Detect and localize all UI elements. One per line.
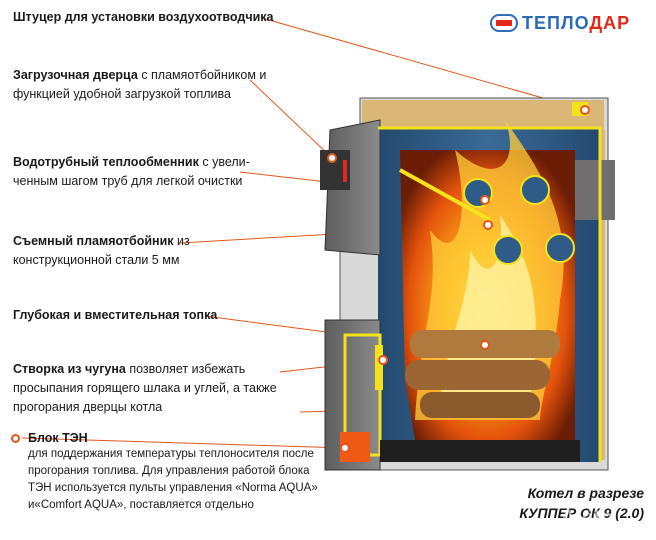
label-heat-exchanger: Водотрубный теплообменник с увели- ченны… (13, 155, 250, 188)
caption-line-1: Котел в разрезе (527, 485, 644, 501)
ash-pan (380, 440, 580, 462)
cast-iron-flap (375, 345, 383, 390)
label-loading-door: Загрузочная дверца с пламяотбойником и ф… (13, 68, 267, 101)
baffle (399, 168, 491, 222)
label-heater-block-title: Блок ТЭН (28, 431, 88, 445)
watermark: Avito (560, 505, 615, 530)
label-heater-block-desc: для поддержания температуры теплоносител… (28, 448, 318, 511)
label-baffle: Съемный пламяотбойник из конструкционной… (13, 234, 190, 267)
caption-line-2: КУППЕР ОК 9 (2.0) (519, 505, 644, 521)
logo-mark-icon (490, 14, 518, 32)
flue-pipe (575, 160, 615, 220)
label-air-vent-fitting: Штуцер для установки воздухоотводчика (13, 10, 274, 24)
label-firebox: Глубокая и вместительная топка (13, 308, 218, 322)
logo-text: ТЕПЛОДАР (522, 12, 631, 33)
model-caption: Котел в разрезе КУППЕР ОК 9 (2.0) (519, 483, 644, 523)
label-cast-iron-flap: Створка из чугуна позволяет избежать про… (13, 362, 277, 414)
insulation-top (362, 100, 604, 130)
heater-bullet-icon (11, 434, 20, 443)
brand-logo: ТЕПЛОДАР (490, 8, 650, 38)
markers (327, 105, 590, 453)
